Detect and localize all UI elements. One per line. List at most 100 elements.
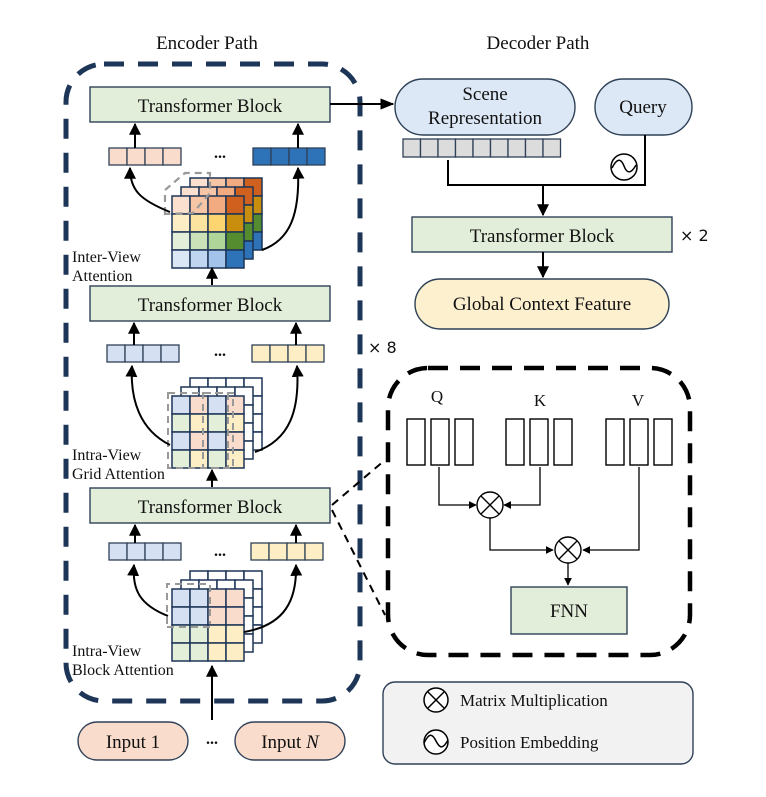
token-cell: [454, 138, 474, 158]
query-node: Query: [594, 78, 693, 136]
token-row-lightblue-middle: [106, 344, 180, 363]
inputs-ellipsis: ...: [206, 731, 218, 748]
grid-cell: [171, 213, 191, 233]
grid-cell: [225, 642, 245, 662]
input-n: Input N: [234, 721, 346, 761]
grid-cell: [225, 213, 245, 233]
grid-cell: [189, 431, 209, 451]
legend-position-embedding: Position Embedding: [460, 733, 599, 752]
grid-attention-label-1: Intra-View: [72, 447, 142, 464]
intra-view-grid-attention: [167, 377, 263, 469]
decoder-repeat-label: × 2: [680, 226, 709, 245]
query-label: Query: [619, 97, 667, 118]
decoder-title: Decoder Path: [487, 33, 590, 54]
matrix-multiply-icon-1: [476, 491, 504, 519]
q-matrix: [406, 418, 474, 466]
grid-cell: [171, 395, 191, 415]
grid-cell: [207, 213, 227, 233]
k-matrix: [505, 418, 573, 466]
encoder-block-bottom-label: Transformer Block: [138, 497, 283, 518]
zoom-guide-top: [331, 459, 386, 506]
fnn-block: FNN: [510, 586, 628, 635]
token-cell: [251, 344, 271, 363]
grid-cell: [207, 624, 227, 644]
grid-cell: [207, 449, 227, 469]
grid-cell: [225, 249, 245, 269]
grid-cell: [189, 588, 209, 608]
matrix-column: [653, 418, 673, 466]
matrix-column: [605, 418, 625, 466]
matrix-column: [629, 418, 649, 466]
token-cell: [108, 147, 128, 166]
grid-cell: [189, 395, 209, 415]
token-cell: [507, 138, 527, 158]
matrix-column: [430, 418, 450, 466]
token-cell: [250, 542, 270, 561]
token-cell: [489, 138, 509, 158]
legend-matrix-mult: Matrix Multiplication: [460, 691, 608, 710]
fnn-label: FNN: [550, 601, 588, 622]
ellipsis: ...: [214, 145, 226, 162]
token-cell: [126, 147, 146, 166]
input-1-label: Input 1: [106, 732, 160, 753]
grid-cell: [189, 231, 209, 251]
scene-token-row: [402, 138, 562, 158]
token-cell: [108, 542, 128, 561]
grid-cell: [189, 213, 209, 233]
grid-cell: [207, 195, 227, 215]
scene-representation: Scene Representation: [394, 78, 576, 136]
token-cell: [542, 138, 562, 158]
intra-view-block-attention: [166, 570, 263, 662]
scene-label-2: Representation: [428, 108, 542, 129]
matrix-column: [529, 418, 549, 466]
grid-cell: [225, 624, 245, 644]
grid-cell: [225, 231, 245, 251]
global-context-label: Global Context Feature: [453, 294, 631, 315]
token-row-lightblue-bottom: [108, 542, 182, 561]
encoder-block-middle-label: Transformer Block: [138, 295, 283, 316]
token-cell: [288, 147, 308, 166]
grid-cell: [225, 606, 245, 626]
legend: Matrix Multiplication Position Embedding: [382, 681, 694, 765]
token-row-blue-top: [252, 147, 326, 166]
token-row-yellow-middle: [251, 344, 325, 363]
token-cell: [286, 542, 306, 561]
inter-view-grid: [163, 171, 263, 269]
grid-cell: [171, 231, 191, 251]
encoder-dashed-frame: [63, 61, 363, 704]
grid-cell: [189, 249, 209, 269]
grid-cell: [171, 413, 191, 433]
token-cell: [402, 138, 422, 158]
grid-cell: [189, 449, 209, 469]
grid-cell: [225, 449, 245, 469]
token-cell: [472, 138, 492, 158]
encoder-block-top-label: Transformer Block: [138, 96, 283, 117]
inter-view-highlight: [163, 171, 212, 216]
encoder-transformer-block-top: Transformer Block: [89, 86, 331, 123]
position-embedding-icon: [423, 729, 449, 755]
attention-detail-frame: [385, 365, 693, 658]
encoder-title: Encoder Path: [156, 33, 258, 54]
token-cell: [252, 147, 272, 166]
grid-cell: [171, 195, 191, 215]
grid-cell: [171, 606, 191, 626]
token-row-yellow-bottom: [250, 542, 324, 561]
grid-cell: [171, 249, 191, 269]
matrix-column: [454, 418, 474, 466]
token-cell: [305, 344, 325, 363]
token-cell: [124, 344, 144, 363]
inter-view-label-2: Attention: [72, 268, 132, 285]
block-attention-label-2: Block Attention: [72, 662, 174, 679]
grid-cell: [171, 449, 191, 469]
grid-cell: [171, 642, 191, 662]
token-cell: [304, 542, 324, 561]
grid-cell: [189, 606, 209, 626]
input-n-label: Input N: [261, 732, 320, 753]
token-cell: [162, 542, 182, 561]
matrix-column: [553, 418, 573, 466]
token-cell: [144, 147, 164, 166]
grid-cell: [207, 249, 227, 269]
position-embedding-icon: [610, 153, 638, 181]
matrix-column: [406, 418, 426, 466]
